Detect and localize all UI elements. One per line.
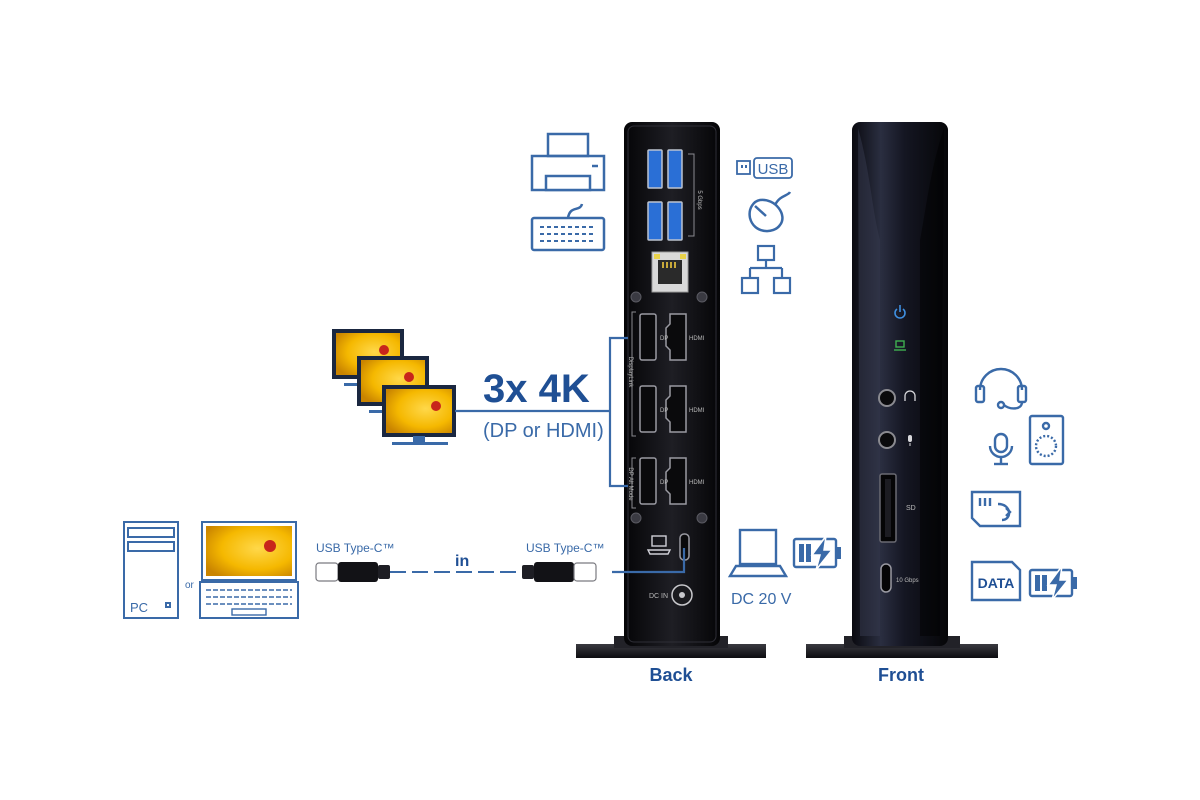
subline-dp-hdmi: (DP or HDMI) [483, 420, 604, 442]
dock-back-view: 5 Gbps DP HDMI [576, 122, 766, 658]
in-label: in [455, 553, 469, 570]
pc-tower-icon [123, 521, 179, 619]
pc-label: PC [130, 600, 148, 615]
sd-label: SD [906, 505, 916, 512]
usb-type-c-left-label: USB Type-C™ [316, 541, 394, 555]
charging-battery-icon [792, 535, 841, 571]
mic-jack [878, 431, 896, 449]
dc-20v-label: DC 20 V [731, 591, 792, 608]
usb-c-front-port [880, 563, 892, 593]
dp-port-1 [639, 313, 657, 361]
headphone-glyph-icon [904, 390, 916, 401]
dp-port-3 [639, 457, 657, 505]
usb-icon: USB [736, 157, 793, 179]
dp-label-3: DP [660, 480, 668, 486]
usb-a-ports: 5 Gbps [647, 149, 702, 241]
headset-jack [878, 389, 896, 407]
hdmi-port-2 [665, 385, 687, 433]
mic-glyph-icon [908, 435, 912, 446]
headline-3x-4k: 3x 4K [483, 367, 590, 411]
dp-alt-mode-label: DP Alt Mode [627, 467, 633, 501]
headset-icon [974, 367, 1028, 410]
laptop-outline-icon [727, 528, 789, 578]
dc-in-label: DC IN [649, 593, 668, 600]
front-caption: Front [878, 665, 924, 685]
dock-front-view: SD 10 Gbps [806, 122, 998, 658]
host-status-icon [894, 340, 906, 351]
laptop-icon [199, 521, 299, 619]
hdmi-port-3 [665, 457, 687, 505]
hdmi-port-1 [665, 313, 687, 361]
host-link-line [612, 548, 686, 574]
usb-c-cable [315, 562, 597, 582]
front-charging-battery-icon [1028, 565, 1077, 601]
usb-5gbps-label: 5 Gbps [696, 190, 702, 209]
gbps10-label: 10 Gbps [896, 578, 919, 584]
hdmi-label-3: HDMI [689, 480, 705, 486]
monitor-stack [332, 329, 456, 445]
back-body [624, 122, 720, 646]
keyboard-icon [530, 203, 606, 252]
usb-type-c-right-label: USB Type-C™ [526, 541, 604, 555]
printer-icon [530, 132, 606, 192]
host-laptop-glyph [646, 535, 672, 555]
data-transfer-icon: DATA [970, 560, 1022, 602]
hdmi-label-1: HDMI [689, 336, 705, 342]
data-label: DATA [978, 575, 1015, 591]
sd-card-icon [970, 490, 1022, 528]
network-icon [740, 244, 792, 295]
dp-port-2 [639, 385, 657, 433]
video-ports-bracket [608, 336, 628, 488]
speaker-icon [1028, 414, 1065, 466]
monitor-3 [382, 385, 456, 445]
displaylink-label: DisplayLink [627, 357, 633, 389]
or-label: or [185, 580, 195, 591]
back-caption: Back [649, 665, 693, 685]
usb-label: USB [758, 161, 789, 178]
hdmi-label-2: HDMI [689, 408, 705, 414]
video-ports [639, 313, 687, 505]
mouse-icon [748, 191, 792, 233]
microphone-icon [988, 432, 1014, 466]
dp-label-1: DP [660, 336, 668, 342]
ethernet-port [651, 251, 689, 293]
dp-label-2: DP [660, 408, 668, 414]
power-icon [894, 305, 906, 319]
